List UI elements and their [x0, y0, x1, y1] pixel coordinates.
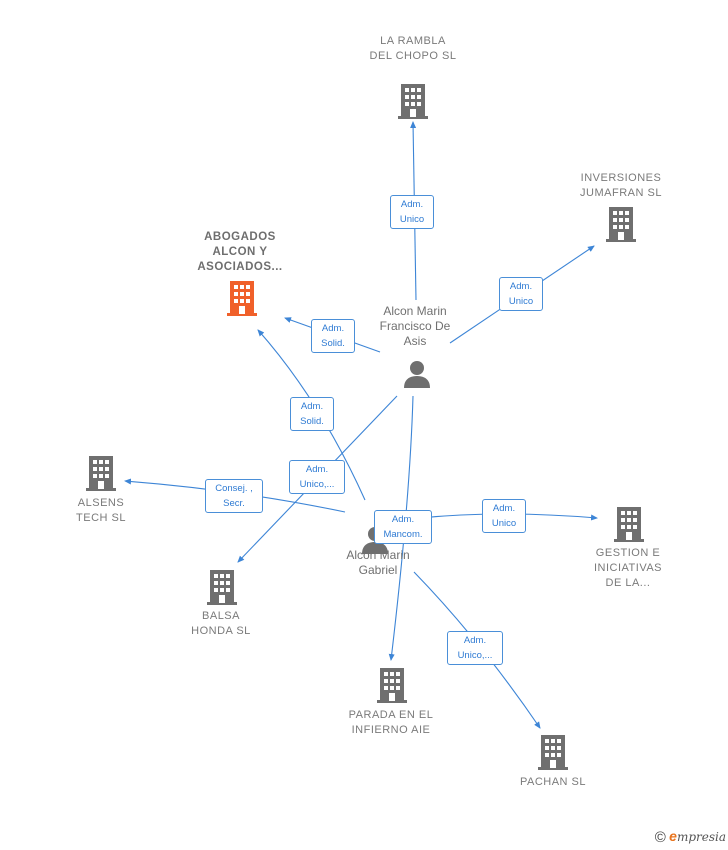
building-icon[interactable]	[398, 84, 428, 124]
person-label-francisco[interactable]: Alcon Marin Francisco De Asis	[379, 304, 451, 348]
company-label-rambla[interactable]: LA RAMBLA DEL CHOPO SL	[369, 35, 457, 62]
edge-label-pachan[interactable]: Adm. Unico,...	[447, 631, 503, 665]
edge-label-abogados-gabriel[interactable]: Adm. Solid.	[290, 397, 334, 431]
building-icon[interactable]	[538, 735, 568, 775]
brand-footer[interactable]: © empresia	[655, 828, 726, 846]
company-label-parada[interactable]: PARADA EN EL INFIERNO AIE	[348, 709, 434, 736]
building-icon[interactable]	[377, 668, 407, 708]
company-label-balsa[interactable]: BALSA HONDA SL	[191, 610, 251, 637]
copyright-symbol: ©	[654, 829, 666, 846]
company-label-abogados[interactable]: ABOGADOS ALCON Y ASOCIADOS...	[197, 231, 283, 273]
person-icon[interactable]	[403, 360, 431, 393]
company-label-inversiones[interactable]: INVERSIONES JUMAFRAN SL	[580, 172, 662, 199]
company-label-alsens[interactable]: ALSENS TECH SL	[76, 497, 126, 524]
person-label-gabriel[interactable]: Alcon Marin Gabriel	[346, 548, 410, 577]
company-label-pachan[interactable]: PACHAN SL	[519, 776, 587, 788]
edge-label-balsa[interactable]: Adm. Unico,...	[289, 460, 345, 494]
building-icon[interactable]	[606, 207, 636, 247]
edge-label-abogados-francisco[interactable]: Adm. Solid.	[311, 319, 355, 353]
building-icon[interactable]	[614, 507, 644, 547]
edge-label-parada[interactable]: Adm. Mancom.	[374, 510, 432, 544]
edge-label-alsens[interactable]: Consej. , Secr.	[205, 479, 263, 513]
building-icon-highlighted[interactable]	[227, 281, 257, 321]
company-label-gestion[interactable]: GESTION E INICIATIVAS DE LA...	[593, 547, 663, 589]
edge-label-gestion[interactable]: Adm. Unico	[482, 499, 526, 533]
brand-logo-text: mpresia	[676, 830, 726, 844]
edge-label-rambla[interactable]: Adm. Unico	[390, 195, 434, 229]
building-icon[interactable]	[207, 570, 237, 610]
brand-logo-e: e	[669, 828, 677, 844]
edge-label-inversiones[interactable]: Adm. Unico	[499, 277, 543, 311]
building-icon[interactable]	[86, 456, 116, 496]
